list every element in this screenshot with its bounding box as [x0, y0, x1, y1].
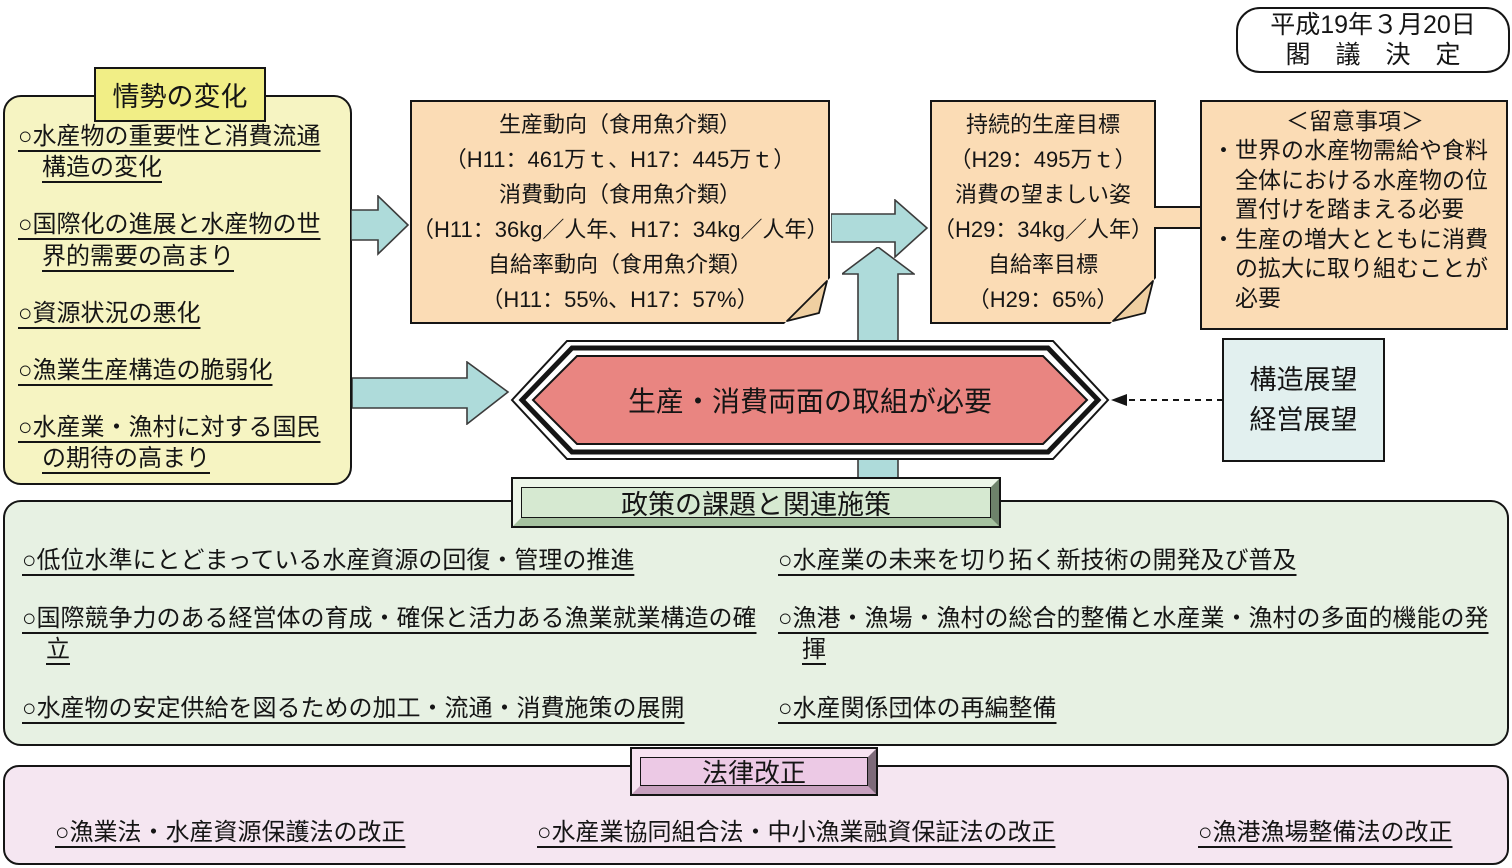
cabinet-decision-date-box: 平成19年３月20日 閣 議 決 定 [1236, 7, 1510, 73]
trend-line: （H11：55%、H17：57%） [481, 287, 759, 312]
targets-lines: 持続的生産目標 （H29：495万ｔ） 消費の望ましい姿 （H29：34kg／人… [932, 102, 1154, 322]
law-item: ○漁業法・水産資源保護法の改正 [55, 819, 406, 846]
situation-item: ○資源状況の悪化 [18, 299, 201, 327]
target-line: （H29：495万ｔ） [949, 147, 1137, 172]
arrow-right-icon [352, 361, 510, 425]
cabinet-decision-line: 閣 議 決 定 [1285, 41, 1461, 69]
situation-panel: ○水産物の重要性と消費流通構造の変化 ○国際化の進展と水産物の世界的需要の高まり… [3, 95, 352, 485]
target-line: 持続的生産目標 [965, 112, 1120, 137]
production-trends-note: 生産動向（食用魚介類） （H11：461万ｔ、H17：445万ｔ） 消費動向（食… [410, 100, 830, 324]
outlook-line: 構造展望 [1249, 364, 1358, 395]
trend-line: 生産動向（食用魚介類） [498, 112, 741, 137]
policy-column-left: ○低位水準にとどまっている水産資源の回復・管理の推進 ○国際競争力のある経営体の… [22, 545, 757, 724]
situation-item: ○水産業・漁村に対する国民の期待の高まり [18, 414, 321, 473]
sustainable-targets-note: 持続的生産目標 （H29：495万ｔ） 消費の望ましい姿 （H29：34kg／人… [930, 100, 1156, 324]
policy-column-right: ○水産業の未来を切り拓く新技術の開発及び普及 ○漁港・漁場・漁村の総合的整備と水… [778, 545, 1504, 724]
situation-title-text: 情勢の変化 [112, 82, 248, 112]
policy-title-panel: 政策の課題と関連施策 [521, 487, 991, 520]
bevel-face [632, 749, 876, 794]
target-line: 消費の望ましい姿 [954, 182, 1131, 207]
arrow-right-icon [831, 199, 929, 258]
bevel-face [513, 479, 999, 526]
policy-item: ○漁港・漁場・漁村の総合的整備と水産業・漁村の多面的機能の発揮 [778, 605, 1489, 664]
corner-fold-icon [784, 278, 830, 324]
dashed-arrow-left-icon [1111, 394, 1223, 406]
law-revision-title: 法律改正 [630, 747, 878, 796]
target-line: 自給率目標 [987, 252, 1098, 277]
arrow-right-icon [351, 195, 410, 256]
law-item: ○水産業協同組合法・中小漁業融資保証法の改正 [537, 819, 1056, 846]
octagon-shape [510, 340, 1110, 460]
outlook-line: 経営展望 [1249, 405, 1358, 435]
policy-item: ○水産物の安定供給を図るための加工・流通・消費施策の展開 [22, 694, 685, 722]
corner-fold-icon [1110, 278, 1156, 324]
policy-panel [3, 500, 1509, 746]
production-trends-lines: 生産動向（食用魚介類） （H11：461万ｔ、H17：445万ｔ） 消費動向（食… [412, 102, 829, 322]
key-message-label: 生産・消費両面の取組が必要 [627, 386, 992, 417]
target-line: （H29：34kg／人年） [932, 217, 1154, 242]
date-line: 平成19年３月20日 [1270, 10, 1476, 39]
trend-line: （H11：461万ｔ、H17：445万ｔ） [444, 147, 796, 172]
situation-item-list: ○水産物の重要性と消費流通構造の変化 ○国際化の進展と水産物の世界的需要の高まり… [18, 121, 342, 475]
law-title-text: 法律改正 [701, 758, 806, 788]
trend-line: （H11：36kg／人年、H17：34kg／人年） [412, 217, 829, 242]
policy-item: ○国際競争力のある経営体の育成・確保と活力ある漁業就業構造の確立 [22, 605, 757, 664]
policy-item: ○低位水準にとどまっている水産資源の回復・管理の推進 [22, 547, 635, 574]
outlook-box: 構造展望 経営展望 [1222, 338, 1385, 462]
policy-item: ○水産業の未来を切り拓く新技術の開発及び普及 [778, 547, 1297, 574]
attention-item: ・生産の増大とともに消費の拡大に取り組むことが必要 [1212, 225, 1488, 311]
situation-item: ○漁業生産構造の脆弱化 [18, 356, 273, 384]
policy-title-text: 政策の課題と関連施策 [621, 490, 891, 520]
points-of-attention-title: ＜留意事項＞ [1286, 108, 1424, 134]
law-item: ○漁港漁場整備法の改正 [1198, 819, 1453, 846]
situation-item: ○水産物の重要性と消費流通構造の変化 [18, 123, 321, 182]
trend-line: 自給率動向（食用魚介類） [487, 252, 752, 277]
attention-item: ・世界の水産物需給や食料全体における水産物の位置付けを踏まえる必要 [1212, 137, 1488, 223]
connector-bar [1154, 206, 1200, 229]
situation-item: ○国際化の進展と水産物の世界的需要の高まり [18, 211, 321, 270]
points-of-attention-box: ＜留意事項＞ ・世界の水産物需給や食料全体における水産物の位置付けを踏まえる必要… [1200, 100, 1508, 330]
policy-item: ○水産関係団体の再編整備 [778, 694, 1057, 722]
target-line: （H29：65%） [967, 287, 1119, 312]
situation-panel-title: 情勢の変化 [94, 67, 266, 122]
key-message-octagon: 生産・消費両面の取組が必要 [510, 338, 1110, 462]
trend-line: 消費動向（食用魚介類） [498, 182, 741, 207]
policy-panel-title: 政策の課題と関連施策 [511, 477, 1001, 528]
law-title-panel: 法律改正 [640, 757, 868, 788]
